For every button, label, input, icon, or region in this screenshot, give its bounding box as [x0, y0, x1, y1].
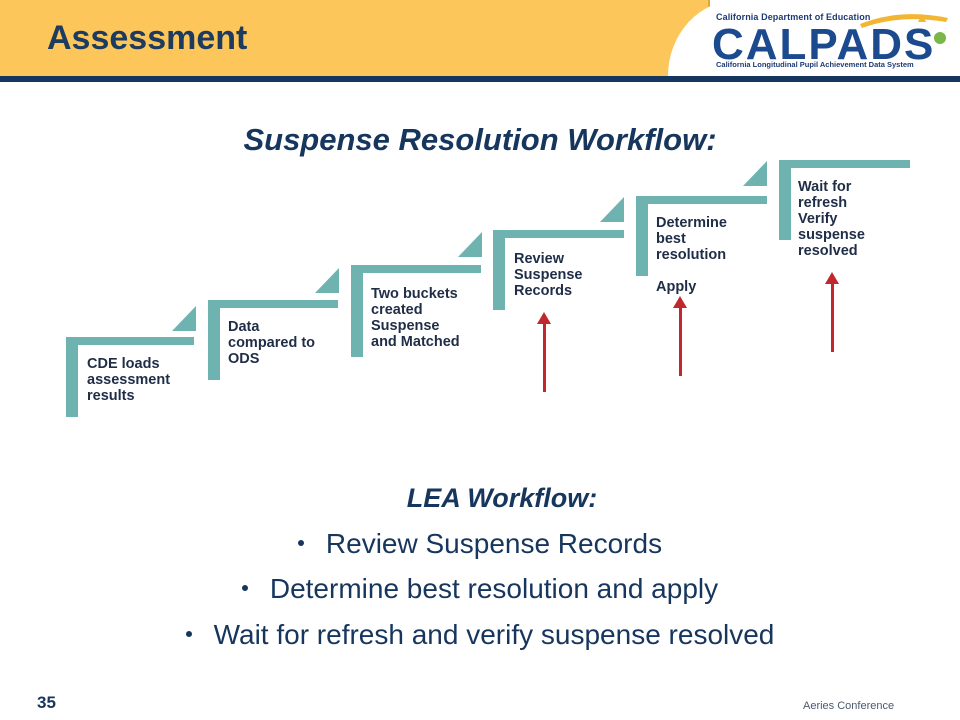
lea-list-item-text: Wait for refresh and verify suspense res…	[213, 619, 775, 650]
workflow-diagram	[66, 160, 910, 417]
bullet-icon	[297, 539, 304, 546]
logo-subtitle: California Longitudinal Pupil Achievemen…	[716, 60, 914, 69]
step-6-label: Wait for refresh Verify suspense resolve…	[798, 179, 865, 259]
step-4-label: Review Suspense Records	[514, 251, 583, 299]
logo-swoosh-icon	[860, 14, 948, 44]
header-band	[0, 0, 710, 80]
lea-list-item-text: Review Suspense Records	[325, 528, 663, 559]
page-number: 35	[37, 693, 56, 712]
step-2-bracket	[208, 268, 339, 380]
bullet-icon	[185, 630, 192, 637]
lea-workflow-title: LEA Workflow:	[406, 483, 598, 513]
lea-list-item-text: Determine best resolution and apply	[269, 573, 719, 604]
step-5-label: Determine best resolution Apply	[656, 215, 727, 295]
step-5-bracket	[636, 161, 767, 276]
arrow-up-icon	[825, 272, 839, 352]
lea-list-item: Review Suspense Records	[0, 528, 960, 560]
bullet-icon	[241, 584, 248, 591]
step-6-bracket	[779, 160, 910, 240]
arrow-up-icon	[537, 312, 551, 392]
workflow-heading: Suspense Resolution Workflow:	[243, 122, 717, 157]
step-3-bracket	[351, 232, 482, 357]
step-1-label: CDE loads assessment results	[87, 356, 171, 404]
logo-department: California Department of Education	[716, 12, 871, 22]
arrow-up-icon	[673, 296, 687, 376]
step-1-bracket	[66, 306, 196, 417]
lea-list-item: Wait for refresh and verify suspense res…	[0, 619, 960, 651]
step-3-label: Two buckets created Suspense and Matched	[371, 286, 460, 350]
lea-list-item: Determine best resolution and apply	[0, 573, 960, 605]
logo-panel	[668, 0, 960, 76]
header-rule	[0, 76, 960, 82]
step-2-label: Data compared to ODS	[228, 319, 316, 367]
step-4-bracket	[493, 197, 624, 310]
logo-wordmark: CALPADS	[712, 20, 936, 69]
footer-conference: Aeries Conference	[803, 700, 895, 712]
slide-section-title: Assessment	[47, 19, 248, 57]
